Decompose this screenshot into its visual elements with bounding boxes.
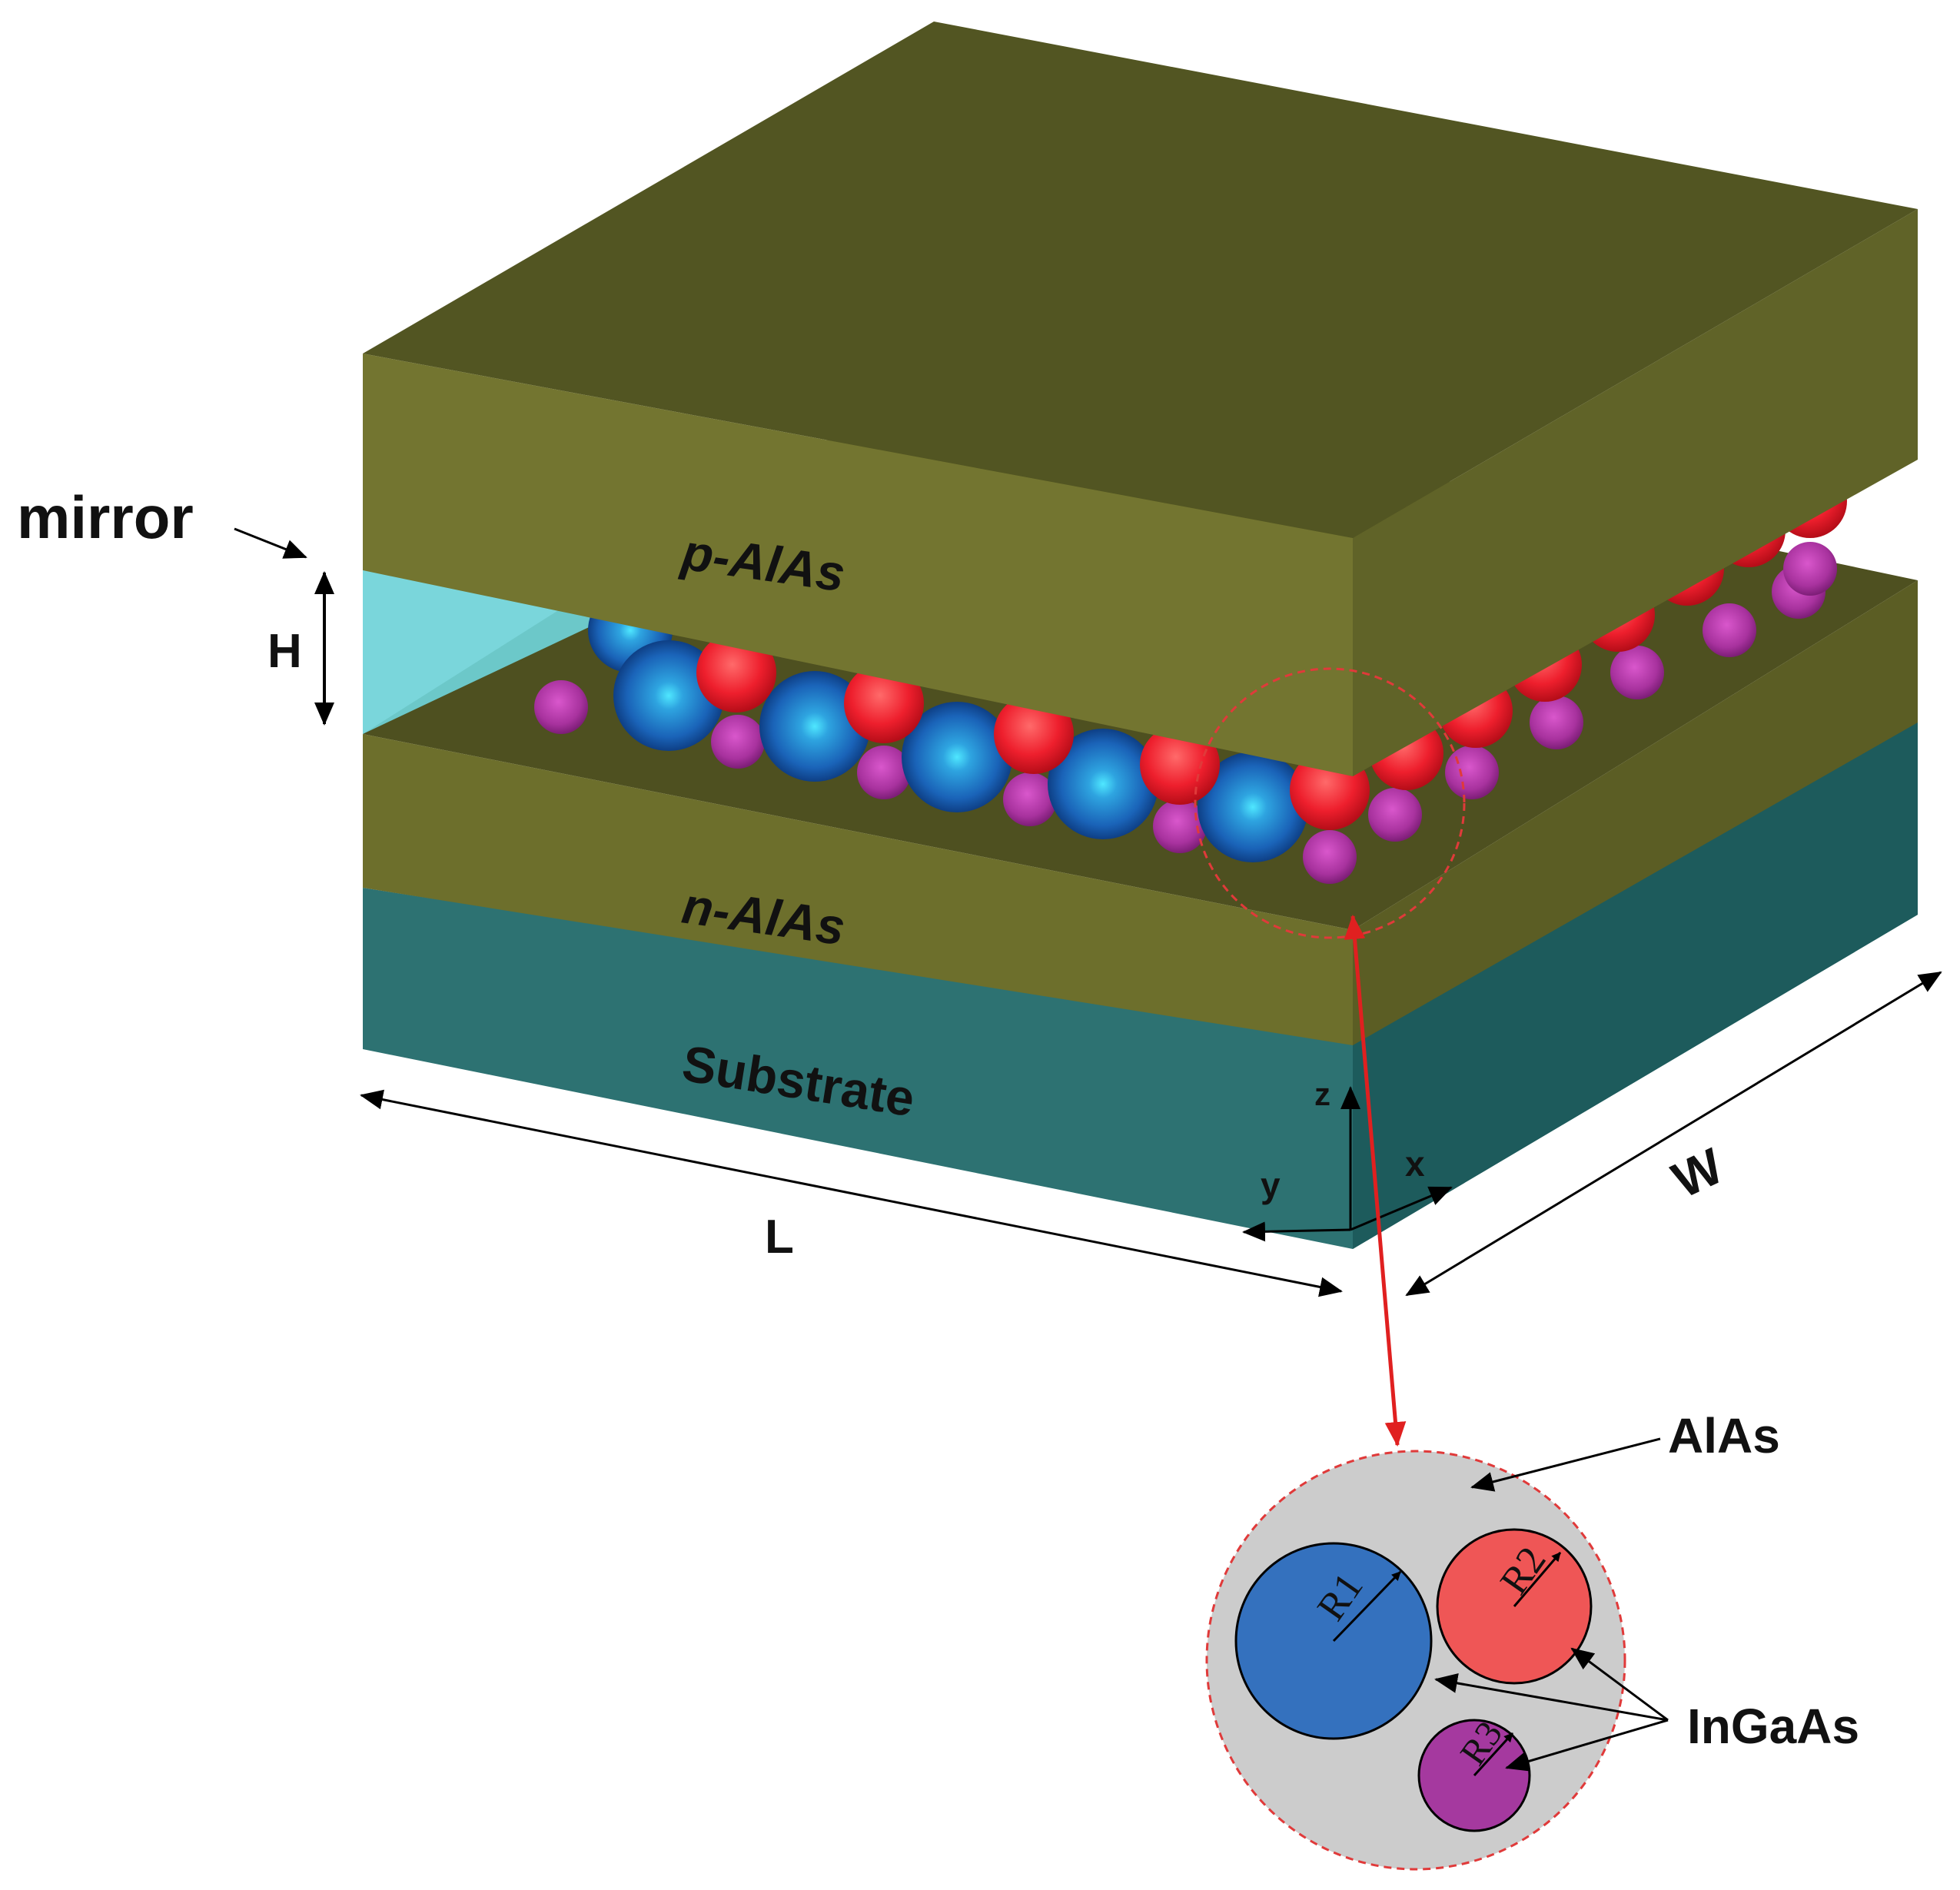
width-label: W (1664, 1137, 1732, 1209)
quantum-dot-purple (1003, 772, 1057, 826)
quantum-dot-purple (711, 715, 765, 769)
quantum-dot-blue (1048, 729, 1158, 839)
mirror-arrow (234, 527, 307, 559)
mirror-label: mirror (17, 483, 194, 551)
quantum-dot-purple (857, 746, 911, 799)
p-alas-layer (363, 22, 1918, 776)
quantum-dot-red (844, 663, 924, 743)
quantum-dot-blue (902, 702, 1012, 812)
quantum-dot-red (696, 633, 776, 712)
inset-cross-section: R1 R2 R3 AlAs InGaAs (1205, 1408, 1859, 1871)
quantum-dot-purple (1610, 646, 1664, 699)
quantum-dot-purple (1445, 746, 1499, 799)
y-axis (1242, 1221, 1351, 1242)
r1-radius-line (1332, 1570, 1402, 1643)
p-alas-top (363, 22, 1918, 538)
width-dimension-arrow (1405, 971, 1942, 1297)
height-label: H (267, 625, 302, 678)
n-alas-side (1353, 580, 1918, 1045)
quantum-dot-purple (1368, 788, 1422, 842)
n-alas-front (363, 734, 1353, 1045)
ingaas-arrow-r3 (1505, 1719, 1669, 1772)
p-alas-front (363, 354, 1353, 776)
z-axis-label: z (1314, 1076, 1330, 1112)
length-label: L (765, 1211, 794, 1264)
quantum-dot-blue (613, 640, 724, 751)
quantum-dot-purple (1703, 603, 1756, 657)
quantum-dot-purple (1303, 830, 1357, 884)
mirror-facet (363, 570, 615, 734)
p-alas-side (1353, 209, 1918, 776)
quantum-dot-blue (759, 671, 870, 782)
ingaas-arrow-r1 (1434, 1673, 1669, 1722)
alas-arrow (1470, 1437, 1661, 1492)
y-axis-label: y (1261, 1165, 1281, 1205)
quantum-dot-purple (1153, 799, 1207, 853)
quantum-dot-purple (1783, 542, 1837, 596)
r3-radius-line (1473, 1732, 1514, 1777)
ingaas-arrow-r2 (1570, 1647, 1669, 1722)
quantum-dot-purple (534, 680, 588, 734)
alas-label: AlAs (1668, 1408, 1780, 1463)
zoom-region-circle (1194, 667, 1466, 939)
quantum-dot-red (1140, 725, 1220, 805)
length-dimension-arrow (360, 1089, 1343, 1297)
x-axis-label: x (1405, 1144, 1425, 1184)
ingaas-label: InGaAs (1687, 1699, 1859, 1754)
quantum-dot-purple (1530, 696, 1583, 749)
r2-radius-line (1513, 1552, 1562, 1607)
quantum-dot-blue (1198, 752, 1308, 862)
zoom-pointer-arrow (1344, 914, 1407, 1447)
